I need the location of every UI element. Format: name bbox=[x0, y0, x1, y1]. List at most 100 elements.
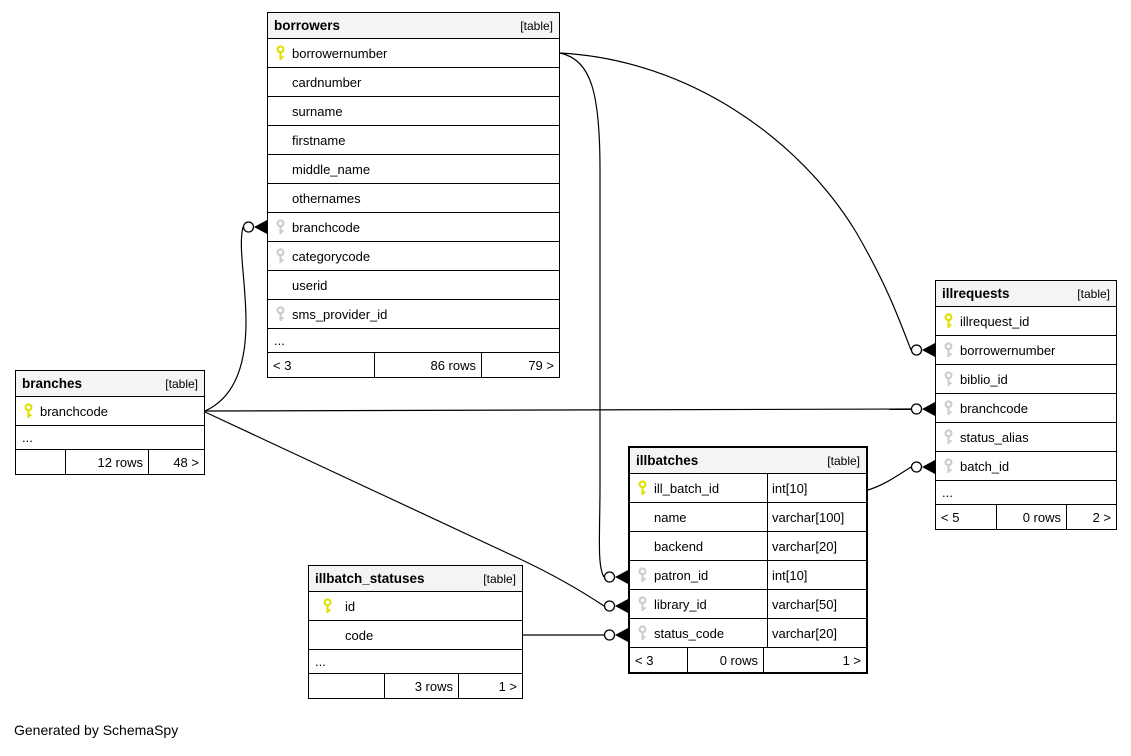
related-from-count: < 5 bbox=[936, 505, 997, 529]
row-count: 0 rows bbox=[997, 505, 1067, 529]
column-name: othernames bbox=[292, 190, 361, 206]
column-name: name bbox=[654, 509, 687, 525]
crows-foot-markers bbox=[242, 220, 935, 642]
column-type: varchar[20] bbox=[772, 538, 838, 554]
relationship-line-branches-borrowers bbox=[204, 226, 247, 412]
column-row: library_id varchar[50] bbox=[630, 590, 866, 619]
column-name: status_alias bbox=[960, 429, 1029, 445]
column-row: status_code varchar[20] bbox=[630, 619, 866, 648]
row-count: 0 rows bbox=[688, 648, 764, 672]
foreign-key-icon bbox=[936, 342, 960, 358]
column-name: firstname bbox=[292, 132, 346, 148]
primary-key-icon bbox=[16, 403, 40, 419]
column-name: ill_batch_id bbox=[654, 480, 720, 496]
column-name: borrowernumber bbox=[960, 342, 1056, 358]
column-name: branchcode bbox=[40, 403, 108, 419]
primary-key-icon bbox=[630, 480, 654, 496]
column-row: cardnumber bbox=[268, 68, 559, 97]
related-to-count: 1 > bbox=[842, 652, 861, 668]
foreign-key-icon bbox=[268, 306, 292, 322]
column-row: firstname bbox=[268, 126, 559, 155]
row-count: 86 rows bbox=[375, 353, 482, 377]
column-row: userid bbox=[268, 271, 559, 300]
related-from-count bbox=[309, 674, 385, 698]
related-from-count bbox=[16, 450, 66, 474]
relationship-line-branches-illrequests bbox=[204, 408, 912, 412]
column-name: library_id bbox=[654, 596, 707, 612]
relationship-line-branches-illbatches bbox=[204, 411, 605, 607]
column-name: batch_id bbox=[960, 458, 1010, 474]
column-name: categorycode bbox=[292, 248, 371, 264]
table-node-borrowers[interactable]: borrowers [table] borrowernumber cardnum… bbox=[267, 12, 560, 378]
table-header[interactable]: illrequests [table] bbox=[936, 281, 1116, 307]
more-columns-row: ... bbox=[268, 329, 559, 353]
table-footer: < 3 86 rows 79 > bbox=[268, 353, 559, 377]
foreign-key-icon bbox=[630, 625, 654, 641]
column-row: backend varchar[20] bbox=[630, 532, 866, 561]
more-columns-label: ... bbox=[942, 485, 953, 500]
column-name: sms_provider_id bbox=[292, 306, 388, 322]
table-node-illbatch-statuses[interactable]: illbatch_statuses [table] id code ... 3 … bbox=[308, 565, 523, 699]
column-name: borrowernumber bbox=[292, 45, 388, 61]
related-from-count: < 3 bbox=[268, 353, 375, 377]
column-row: branchcode bbox=[936, 394, 1116, 423]
column-row: biblio_id bbox=[936, 365, 1116, 394]
table-title: branches bbox=[22, 376, 83, 391]
foreign-key-icon bbox=[936, 429, 960, 445]
column-row: borrowernumber bbox=[936, 336, 1116, 365]
column-name: cardnumber bbox=[292, 74, 362, 90]
foreign-key-icon bbox=[630, 596, 654, 612]
table-header[interactable]: illbatches [table] bbox=[630, 448, 866, 474]
table-node-illbatches[interactable]: illbatches [table] ill_batch_id int[10] n… bbox=[628, 446, 868, 674]
table-node-illrequests[interactable]: illrequests [table] illrequest_id borrow… bbox=[935, 280, 1117, 530]
column-type: varchar[100] bbox=[772, 509, 845, 525]
related-to-count: 48 > bbox=[173, 454, 199, 470]
table-tag: [table] bbox=[520, 18, 553, 33]
column-row: branchcode bbox=[268, 213, 559, 242]
table-tag: [table] bbox=[827, 453, 860, 468]
column-type: int[10] bbox=[772, 567, 808, 583]
row-count: 12 rows bbox=[66, 450, 149, 474]
column-name: userid bbox=[292, 277, 328, 293]
related-to-count: 79 > bbox=[528, 357, 554, 373]
column-type: varchar[50] bbox=[772, 596, 838, 612]
column-row: id bbox=[309, 592, 522, 621]
column-type: int[10] bbox=[772, 480, 808, 496]
column-name: backend bbox=[654, 538, 704, 554]
table-header[interactable]: branches [table] bbox=[16, 371, 204, 397]
table-node-branches[interactable]: branches [table] branchcode ... 12 rows … bbox=[15, 370, 205, 475]
table-header[interactable]: borrowers [table] bbox=[268, 13, 559, 39]
column-row: illrequest_id bbox=[936, 307, 1116, 336]
more-columns-row: ... bbox=[16, 426, 204, 450]
column-row: othernames bbox=[268, 184, 559, 213]
column-row: sms_provider_id bbox=[268, 300, 559, 329]
related-to-count: 1 > bbox=[498, 678, 517, 694]
column-name: status_code bbox=[654, 625, 725, 641]
primary-key-icon bbox=[936, 313, 960, 329]
more-columns-label: ... bbox=[22, 430, 33, 445]
column-row: middle_name bbox=[268, 155, 559, 184]
foreign-key-icon bbox=[936, 458, 960, 474]
column-name: surname bbox=[292, 103, 343, 119]
table-footer: 12 rows 48 > bbox=[16, 450, 204, 474]
column-type: varchar[20] bbox=[772, 625, 838, 641]
table-footer: < 3 0 rows 1 > bbox=[630, 648, 866, 672]
column-row: code bbox=[309, 621, 522, 650]
column-row: branchcode bbox=[16, 397, 204, 426]
column-name: biblio_id bbox=[960, 371, 1008, 387]
table-header[interactable]: illbatch_statuses [table] bbox=[309, 566, 522, 592]
primary-key-icon bbox=[268, 45, 292, 61]
primary-key-icon bbox=[309, 598, 345, 614]
related-to-count: 2 > bbox=[1092, 509, 1111, 525]
more-columns-label: ... bbox=[315, 654, 326, 669]
table-title: illrequests bbox=[942, 286, 1010, 301]
foreign-key-icon bbox=[268, 219, 292, 235]
column-name: code bbox=[345, 627, 374, 643]
foreign-key-icon bbox=[936, 371, 960, 387]
relationship-line-borrowers-illrequests bbox=[559, 52, 912, 351]
column-name: branchcode bbox=[292, 219, 360, 235]
table-footer: 3 rows 1 > bbox=[309, 674, 522, 698]
